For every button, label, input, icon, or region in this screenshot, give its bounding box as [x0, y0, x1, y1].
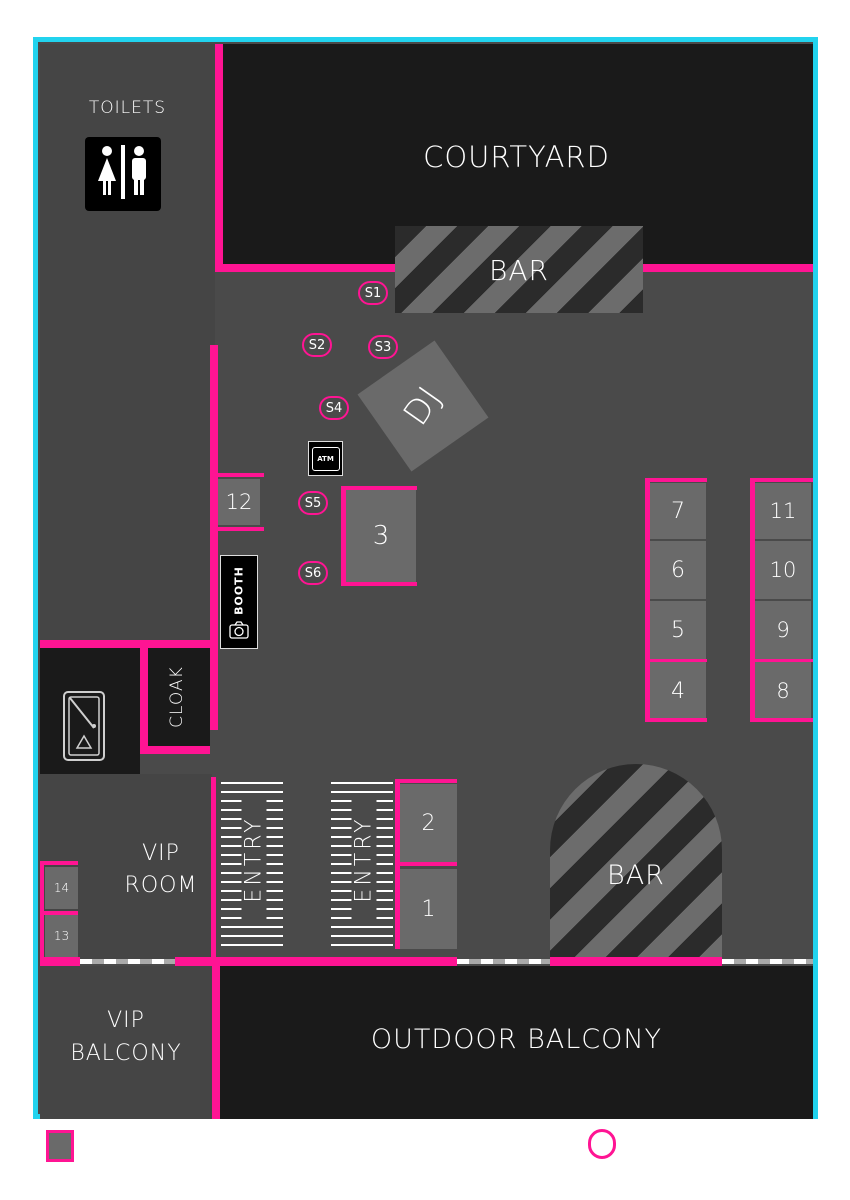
table-7[interactable]: 7 [650, 483, 706, 539]
vip-balcony-wall [212, 957, 220, 1119]
table-4-top-edge [645, 659, 707, 662]
legend-table-swatch [46, 1130, 74, 1162]
top-bar-area [395, 226, 643, 313]
table-12-top-edge [218, 473, 264, 477]
table-11[interactable]: 11 [755, 483, 811, 539]
table-14-edge [40, 861, 78, 865]
tables-8-11-top-edge [750, 478, 813, 482]
tables-4-7-top-edge [645, 478, 707, 482]
speaker-s3: S3 [368, 335, 398, 359]
atm-icon: ATM [308, 441, 343, 476]
balcony-door-3 [722, 959, 813, 964]
table-1[interactable]: 1 [400, 869, 457, 949]
legend-speaker-swatch [588, 1129, 616, 1159]
table-14[interactable]: 14 [45, 867, 78, 909]
table-2-top-edge [395, 779, 457, 783]
speaker-s4: S4 [319, 396, 349, 420]
table-9[interactable]: 9 [755, 601, 811, 659]
vip-room-label: VIP ROOM [124, 841, 198, 898]
cloak-wall-left [140, 648, 148, 754]
vip-balcony-area [40, 966, 212, 1119]
table-3-top-edge [341, 486, 417, 490]
venue-map: COURTYARD TOILETS BAR CLOAK [33, 37, 818, 1119]
tables-8-11-bottom-edge [750, 718, 813, 722]
table-12[interactable]: 12 [218, 479, 260, 525]
tables-4-7-left-edge [645, 478, 650, 722]
table-3[interactable]: 3 [346, 490, 416, 582]
entry-wall-vertical [211, 777, 216, 960]
camera-icon [228, 619, 250, 646]
courtyard-wall-bottom-right [641, 264, 813, 272]
cloak-label: CLOAK [167, 666, 187, 728]
toilets-area [40, 44, 215, 644]
table-13[interactable]: 13 [45, 915, 78, 957]
outdoor-balcony-area [220, 966, 813, 1119]
vip-balcony-label: VIP BALCONY [70, 1008, 182, 1066]
interior-wall-left [210, 345, 218, 730]
table-8[interactable]: 8 [755, 662, 811, 720]
table-3-left-edge [341, 486, 346, 586]
cloak-area [145, 648, 210, 748]
balcony-door-2 [457, 959, 550, 964]
booth-box [220, 555, 258, 649]
toilets-label: TOILETS [88, 98, 167, 118]
table-6[interactable]: 6 [650, 541, 706, 599]
table-4[interactable]: 4 [650, 662, 706, 720]
balcony-wall-segment-1 [40, 957, 80, 966]
vip-wall-left [40, 861, 44, 959]
speaker-s1: S1 [358, 281, 388, 305]
courtyard-wall-bottom-left [215, 264, 397, 272]
entry-2-label: ENTRY [351, 799, 377, 920]
dj-booth: DJ [357, 340, 489, 472]
balcony-wall-segment-3 [550, 957, 722, 966]
table-3-bottom-edge [341, 582, 417, 586]
top-bar-label: BAR [489, 254, 549, 287]
bottom-bar-area [550, 764, 722, 957]
speaker-s6: S6 [298, 561, 328, 585]
cloak-wall-top [40, 640, 215, 648]
table-10[interactable]: 10 [755, 541, 811, 599]
bottom-bar-label: BAR [607, 860, 665, 891]
table-2[interactable]: 2 [400, 784, 457, 862]
outdoor-balcony-label: OUTDOOR BALCONY [370, 1024, 663, 1055]
pool-area [40, 648, 140, 774]
table-5[interactable]: 5 [650, 601, 706, 659]
speaker-s2: S2 [302, 333, 332, 357]
courtyard-wall-left [215, 44, 223, 266]
cloak-wall-bottom [140, 746, 210, 754]
speaker-s5: S5 [298, 491, 328, 515]
table-12-bottom-edge [218, 527, 264, 531]
courtyard-label: COURTYARD [423, 140, 610, 174]
tables-8-11-left-edge [750, 478, 755, 722]
balcony-door-1 [80, 959, 175, 964]
balcony-wall-segment-2 [175, 957, 457, 966]
table-8-top-edge [750, 659, 813, 662]
entry-1-label: ENTRY [241, 799, 267, 920]
table-2-bottom-edge [395, 862, 457, 866]
booth-label: BOOTH [232, 566, 246, 615]
dj-label: DJ [395, 378, 451, 434]
atm-label: ATM [317, 454, 334, 463]
pool-table-icon [62, 690, 106, 767]
table-13-edge [40, 911, 78, 915]
toilets-icon [85, 137, 161, 211]
tables-4-7-bottom-edge [645, 718, 707, 722]
